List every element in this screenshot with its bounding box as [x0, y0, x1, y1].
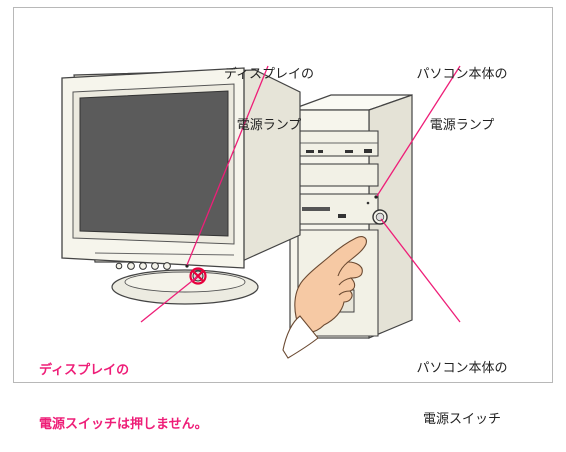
label-pc-lamp: パソコン本体の 電源ランプ: [410, 32, 514, 151]
monitor-control-buttons: [115, 262, 171, 270]
pc-tower: [289, 94, 413, 339]
label-pc-lamp-line2: 電源ランプ: [429, 118, 495, 133]
warning-label-line1: ディスプレイの: [39, 363, 130, 378]
pc-power-button[interactable]: [372, 209, 388, 225]
floppy-drive: [297, 193, 379, 225]
leader-display-lamp: [186, 65, 269, 266]
label-pc-lamp-line1: パソコン本体の: [416, 67, 508, 82]
leader-pc-lamp: [376, 65, 461, 197]
crt-monitor: [61, 67, 301, 305]
label-pc-switch: パソコン本体の 電源スイッチ: [410, 326, 514, 445]
monitor-screen: [79, 90, 229, 237]
warning-label: ディスプレイの 電源スイッチは押しません。: [39, 326, 208, 452]
leader-display-switch: [140, 276, 198, 323]
leader-pc-switch: [380, 218, 461, 323]
pc-power-lamp: [374, 195, 378, 199]
warning-label-line2: 電源スイッチは押しません。: [39, 417, 208, 432]
label-pc-switch-line2: 電源スイッチ: [422, 412, 501, 427]
label-display-lamp: ディスプレイの 電源ランプ: [216, 32, 322, 151]
label-display-lamp-line1: ディスプレイの: [223, 67, 315, 82]
hand-pointing-icon: [282, 236, 367, 359]
label-display-lamp-line2: 電源ランプ: [236, 118, 302, 133]
illustration: [61, 65, 461, 359]
display-power-lamp: [185, 264, 189, 268]
label-pc-switch-line1: パソコン本体の: [416, 361, 508, 376]
leader-lines: [140, 65, 461, 323]
